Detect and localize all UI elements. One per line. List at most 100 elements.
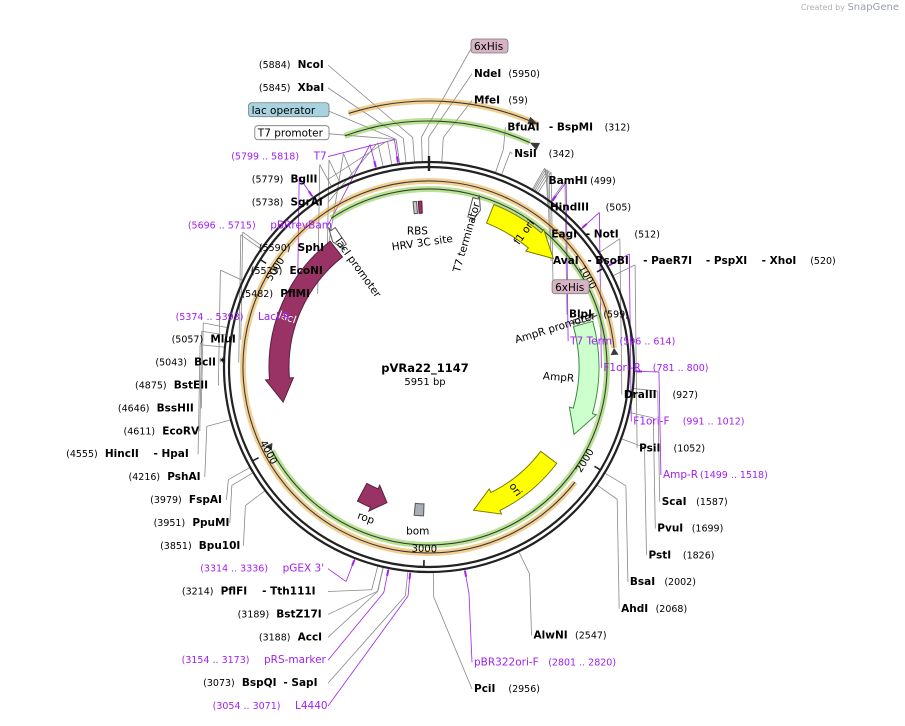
site-text-pshai-1: PshAI — [167, 471, 200, 483]
site-text-xbai-0: (5845) — [259, 83, 291, 94]
site-text-psti-0: PstI — [648, 549, 671, 561]
site-text-avai-3: - PspXI — [706, 255, 747, 267]
site-text-nsii-0: NsiI — [514, 148, 537, 160]
site-bamhi: BamHI(499) — [549, 175, 616, 187]
leader-sgrai — [377, 142, 384, 167]
site-scai: ScaI(1587) — [662, 496, 728, 508]
site-text-bfuai-1: - BspMI — [549, 121, 593, 133]
site-text-lac-operator-0: lac operator — [252, 105, 316, 117]
site-mfei: MfeI(59) — [474, 95, 528, 107]
leader-tail-f1ori-f — [628, 253, 632, 422]
site-sgrai: (5738) SgrAI — [252, 196, 323, 208]
leader-tail-bsshii — [200, 322, 204, 409]
primer-mark-t7 — [395, 156, 399, 163]
site-bpu10i: (3851) Bpu10I — [160, 540, 240, 552]
site-text-hincii-1: HincII — [105, 448, 139, 460]
feature-label-rop: rop — [356, 510, 377, 527]
plasmid-length: 5951 bp — [404, 377, 445, 388]
feature-laci-promoter — [328, 226, 348, 251]
site-draiii: DraIII(927) — [624, 389, 698, 401]
site-text-l4440-1: L4440 — [295, 700, 328, 712]
leader-bfuai — [495, 149, 504, 173]
feature-ori — [472, 450, 558, 515]
site-ndei: NdeI(5950) — [474, 68, 540, 80]
site-text-f1ori-r-0: F1ori-R — [603, 362, 640, 374]
feature-label-bom: bom — [406, 526, 429, 538]
site-text-avai-0: AvaI — [553, 255, 579, 267]
leader-tail-t7 — [327, 139, 395, 157]
site-pcii: PciI(2956) — [474, 683, 540, 695]
site-text-avai-4: - XhoI — [762, 255, 797, 267]
orf-line-0 — [348, 100, 539, 125]
site-ecorv: (4611)EcoRV — [124, 425, 200, 437]
leader-sphi — [343, 153, 353, 176]
site-text-sgrai-0: (5738) — [252, 197, 284, 208]
site-text-pshai-0: (4216) — [129, 472, 161, 483]
site-pgex-3: (3314 .. 3336)pGEX 3' — [200, 563, 324, 575]
leader-tail-scai — [657, 391, 661, 502]
leader-fspai — [228, 467, 250, 480]
site-text-bpu10i-1: Bpu10I — [199, 540, 241, 552]
site-text-avai-1: - BsoBI — [587, 255, 628, 267]
feature-label-laci: lacI — [277, 309, 298, 326]
site-t7-term: T7 Term(596 .. 614) — [569, 335, 675, 347]
site-text-sgrai-1: SgrAI — [291, 196, 323, 208]
site-text-pcii-1: (2956) — [508, 684, 540, 695]
leader-6xhis-top — [421, 137, 423, 162]
site-bcli: (5043)BclI * — [155, 357, 225, 369]
site-text-ppumi-0: (3951) — [154, 518, 186, 529]
leader-tail-acci — [327, 590, 379, 638]
site-text-draiii-1: (927) — [672, 390, 698, 401]
orf-arrowhead-3 — [265, 442, 273, 451]
site-text-bsshii-1: BssHII — [157, 402, 194, 414]
watermark-brand: SnapGene — [847, 2, 899, 13]
site-pflfi: (3214)PflFI- Tth111I — [182, 586, 316, 598]
site-text-acci-0: (3188) — [259, 632, 291, 643]
primer-mark-f1ori-f — [608, 261, 615, 267]
site-text-bpu10i-0: (3851) — [160, 541, 192, 552]
site-text-hincii-0: (4555) — [66, 449, 98, 460]
site-6xhis: 6xHis — [551, 279, 590, 295]
site-text-psii-0: PsiI — [639, 442, 660, 454]
feature-hrv-3c-site — [417, 200, 423, 214]
site-text-avai-5: (520) — [810, 256, 836, 267]
site-text-xbai-1: XbaI — [298, 82, 325, 94]
site-text-f1ori-f-0: F1ori-F — [633, 416, 669, 428]
leader-tail-nsii — [509, 151, 513, 155]
site-text-bstz17i-0: (3189) — [238, 609, 270, 620]
site-psii: PsiI(1052) — [639, 442, 705, 454]
site-text-bspqi-0: (3073) — [203, 678, 235, 689]
site-hincii: (4555)HincII- HpaI — [66, 448, 189, 460]
badge-t7-promoter — [254, 125, 330, 141]
leader-tail-psii — [634, 264, 638, 449]
site-text-ahdi-0: AhdI — [621, 603, 648, 615]
leader-hincii — [200, 344, 225, 348]
site-pflmi: (5482)PflMI — [241, 288, 310, 300]
site-ncoi: (5884)NcoI — [259, 59, 324, 71]
primer-mark-laci-r — [307, 190, 313, 197]
site-text-bglii-0: (5779) — [252, 174, 284, 185]
feature-laci — [264, 240, 344, 404]
orf-line-1 — [344, 120, 531, 144]
orf-line-2 — [242, 180, 615, 554]
tick-label-3000: 3000 — [411, 544, 437, 556]
site-text-eagi-1: - NotI — [586, 228, 619, 240]
site-mlui: (5057)MluI — [172, 334, 236, 346]
leader-bspqi — [404, 571, 409, 596]
leader-tail-xbai — [327, 87, 404, 139]
leader-bglii — [387, 140, 393, 165]
leader-tail-avai — [548, 170, 552, 262]
site-text-fspai-0: (3979) — [150, 495, 182, 506]
site-pshai: (4216) PshAI — [129, 471, 201, 483]
leader-bsai — [605, 473, 627, 487]
site-bglii: (5779)BglII — [252, 173, 318, 185]
site-ppumi: (3951)PpuMI — [154, 517, 230, 529]
leader-tail-pshai — [204, 426, 208, 478]
site-t7: (5799 .. 5818)T7 — [231, 151, 326, 163]
site-text-nsii-1: (342) — [549, 149, 575, 160]
leader-mfei — [441, 137, 444, 162]
site-text-ncoi-0: (5884) — [259, 60, 291, 71]
site-text-6xhis-0: 6xHis — [555, 282, 584, 294]
site-text-prs-marker-1: pRS-marker — [264, 654, 327, 666]
leader-tail-bstz17i — [327, 590, 378, 615]
